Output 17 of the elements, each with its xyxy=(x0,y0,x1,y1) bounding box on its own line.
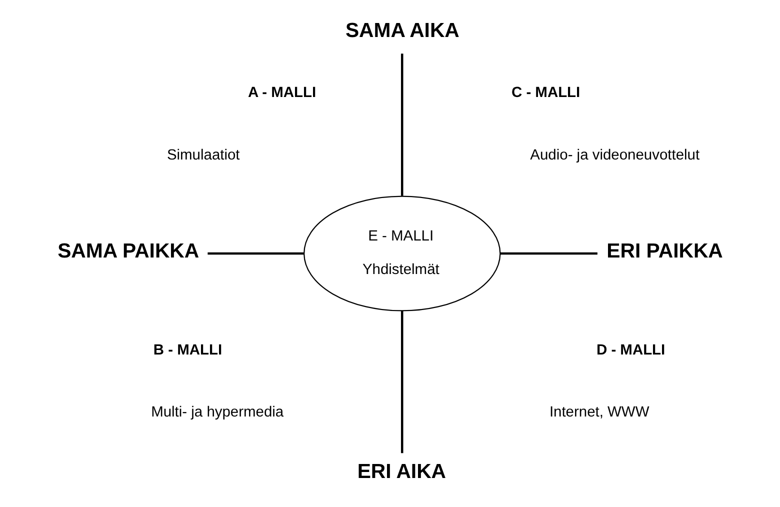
node-ellipse: E - MALLI Yhdistelmät xyxy=(303,196,500,312)
node-text: ERI AIKA xyxy=(356,460,446,483)
label: B - MALLI xyxy=(152,342,222,358)
label: Multi- ja hypermedia xyxy=(150,404,284,421)
label: Audio- ja videoneuvottelut xyxy=(530,147,700,164)
connector xyxy=(400,54,403,196)
label: D - MALLI xyxy=(596,342,665,358)
connector xyxy=(207,252,304,255)
connector xyxy=(500,252,597,255)
label: C - MALLI xyxy=(510,84,580,101)
node-text: SAMA PAIKKA xyxy=(57,240,199,262)
connector xyxy=(400,310,403,454)
label: Internet, WWW xyxy=(548,404,649,421)
label: Simulaatiot xyxy=(166,147,240,164)
label: A - MALLI xyxy=(247,84,316,101)
node-text: SAMA AIKA xyxy=(344,20,459,42)
node-text: ERI PAIKKA xyxy=(606,240,722,262)
